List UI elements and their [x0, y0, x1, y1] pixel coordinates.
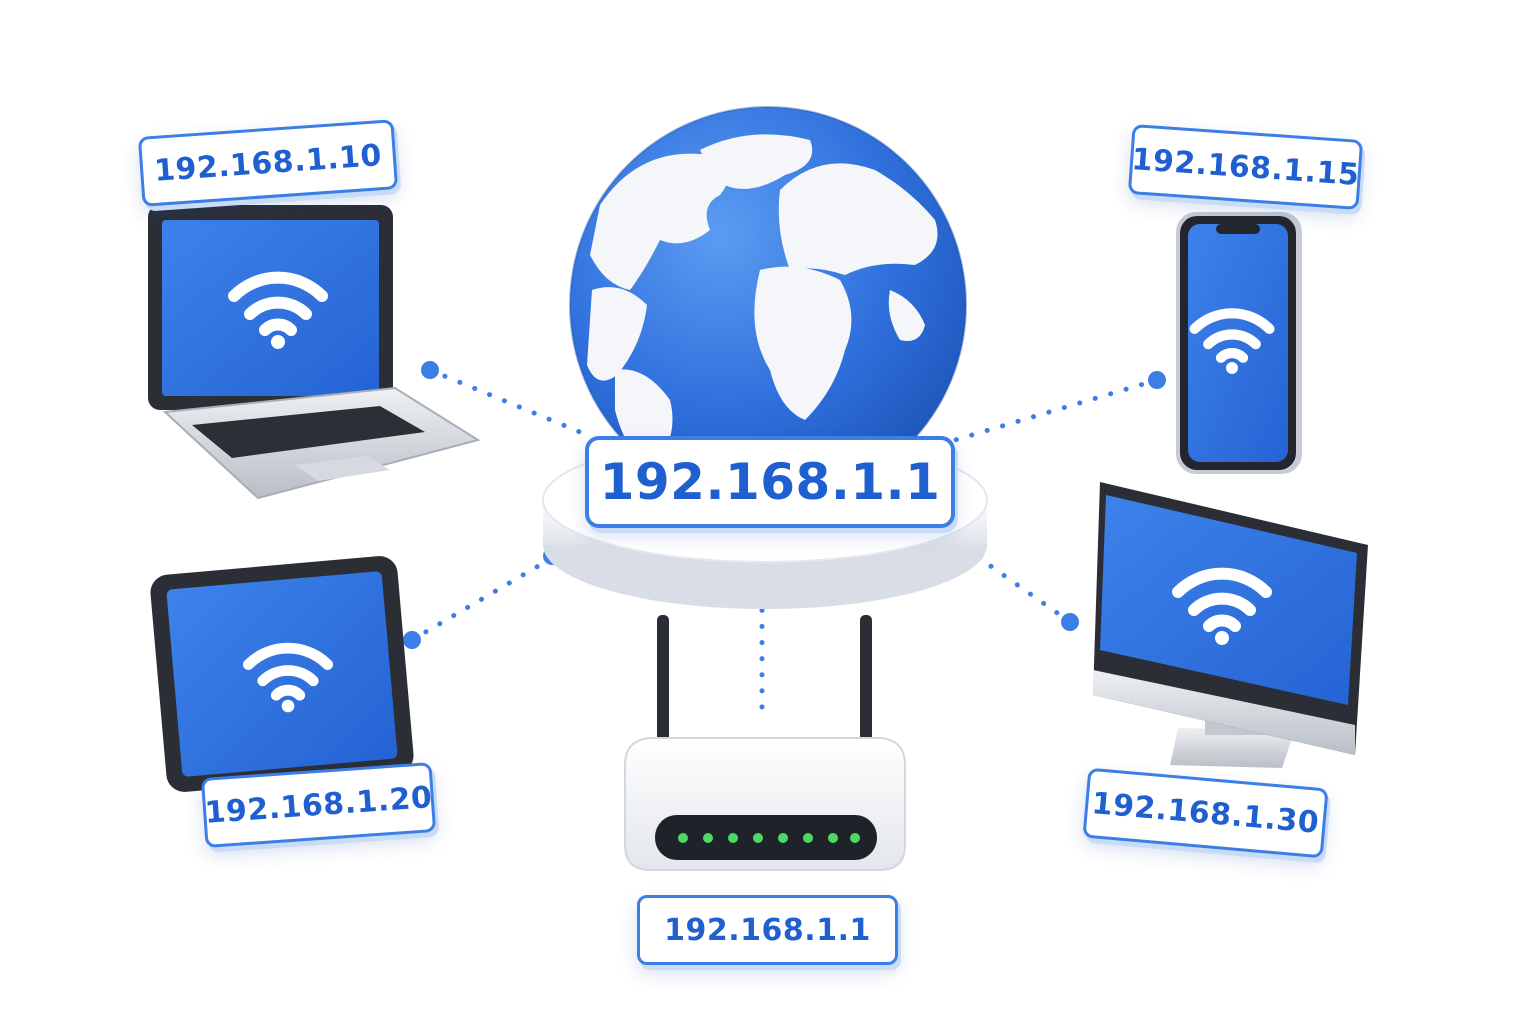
link-monitor [972, 552, 1073, 625]
wifi-icon [228, 271, 328, 349]
globe-icon [569, 106, 967, 504]
smartphone-device [1176, 212, 1302, 474]
wifi-icon [242, 642, 334, 713]
node-dot [1061, 613, 1079, 631]
center-ip-label: 192.168.1.1 [585, 436, 955, 528]
router-device [624, 615, 906, 871]
router-ip-label: 192.168.1.1 [637, 895, 898, 965]
node-dot [1148, 371, 1166, 389]
node-dot [403, 631, 421, 649]
wifi-icon [1189, 308, 1275, 374]
connection-lines [409, 367, 1160, 718]
node-dot [421, 361, 439, 379]
laptop-device [148, 205, 481, 500]
link-laptop [427, 367, 583, 435]
link-tablet [409, 555, 555, 643]
link-phone [952, 377, 1160, 443]
wifi-icon [1172, 567, 1272, 645]
